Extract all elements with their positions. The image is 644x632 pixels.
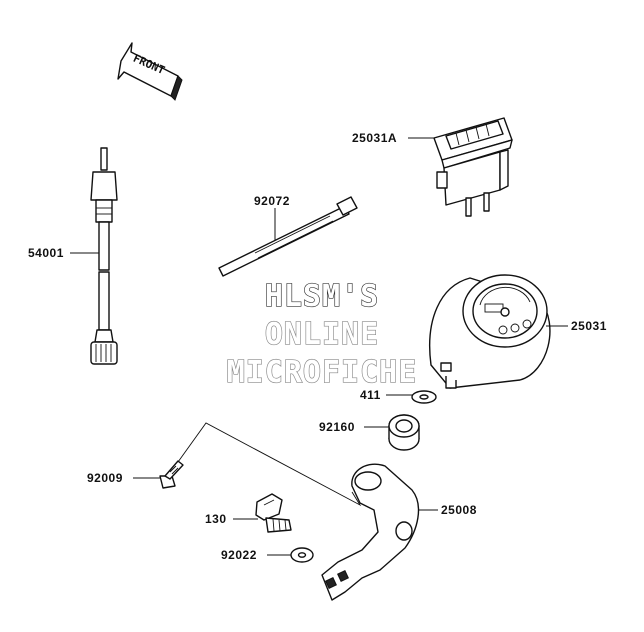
screw (159, 460, 184, 489)
part-number-92022: 92022 (221, 548, 257, 562)
watermark-line-3: MICROFICHE (227, 355, 418, 390)
watermark-line-2: ONLINE (265, 317, 379, 352)
meter (429, 274, 551, 389)
hour-meter (433, 117, 513, 217)
part-number-25031a: 25031A (352, 131, 397, 145)
part-number-92072: 92072 (254, 194, 290, 208)
washer-411 (411, 390, 437, 404)
speedometer-cable (90, 147, 118, 365)
leader-lines (70, 137, 568, 556)
assembly-line (177, 422, 362, 507)
part-number-411: 411 (360, 388, 381, 402)
cable-tie (218, 196, 358, 277)
part-number-130: 130 (205, 512, 227, 526)
grommet (388, 414, 420, 451)
watermark-line-1: HLSM'S (265, 279, 379, 314)
bolt (255, 493, 292, 533)
part-number-25008: 25008 (441, 503, 477, 517)
part-number-25031: 25031 (571, 319, 607, 333)
part-number-92160: 92160 (319, 420, 355, 434)
bracket (321, 463, 420, 601)
washer-92022 (290, 547, 314, 563)
part-number-92009: 92009 (87, 471, 123, 485)
part-number-54001: 54001 (28, 246, 64, 260)
front-arrow-icon: FRONT (117, 42, 183, 101)
